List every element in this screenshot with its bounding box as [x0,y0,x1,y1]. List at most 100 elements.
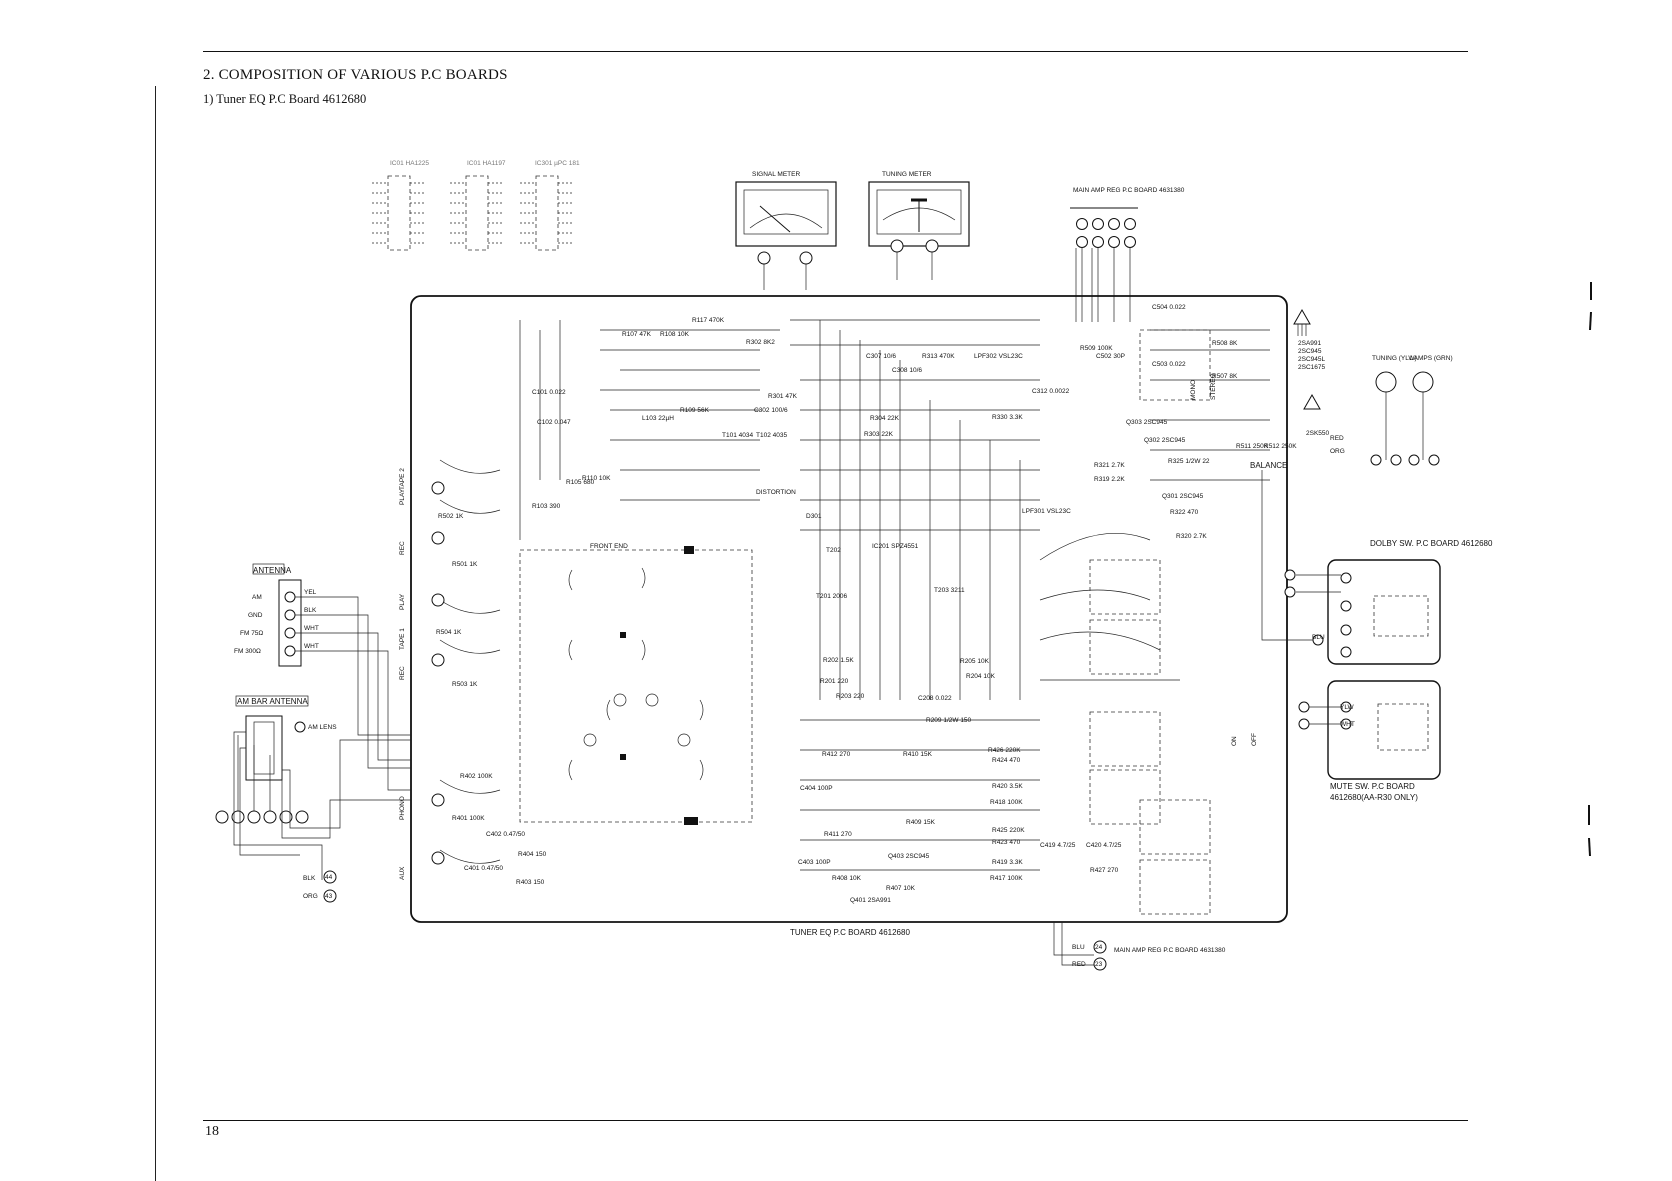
blu-wire: BLU [1072,944,1085,951]
dolby-label-1: DOLBY SW. P.C BOARD 4612680 [1370,539,1493,548]
comp-label: C312 0.0022 [1032,388,1070,395]
lamps-and-transistors: TUNING (YLW) LAMPS (GRN) 2SA991 2SC945 2… [1293,308,1453,466]
comp-label: Q401 2SA991 [850,897,891,904]
ic-pinouts: IC01 HA1225 IC01 HA1197 IC301 µPC 181 [372,160,580,251]
tuning-meter: TUNING METER [868,171,970,280]
comp-label: C419 4.7/25 [1040,842,1076,849]
comp-label: C402 0.47/50 [486,831,525,838]
comp-label: R202 1.5K [823,657,854,664]
tr-2sc945l: 2SC945L [1298,356,1325,363]
bottom-rule [203,1120,1468,1121]
comp-label: R424 470 [992,757,1021,764]
comp-label: T201 2006 [816,593,847,600]
comp-label: C502 30P [1096,353,1125,360]
bottom-ref-44: 44 [325,874,333,881]
comp-label: R109 56K [680,407,710,414]
comp-label: C208 0.022 [918,695,952,702]
comp-label: R117 470K [692,317,725,324]
comp-label: R426 220K [988,747,1021,754]
main-amp-bottom-label: MAIN AMP REG P.C BOARD 4631380 [1114,947,1226,954]
comp-label: R330 3.3K [992,414,1023,421]
balance-label: BALANCE [1250,461,1287,470]
main-amp-top: MAIN AMP REG P.C BOARD 4631380 [1070,187,1185,322]
wire-tag-blu: BLU [1312,634,1325,641]
comp-label: Q303 2SC945 [1126,419,1168,426]
bottom-ref-43: 43 [325,893,333,900]
switch-blocks: ON OFF BALANCE STEREO MONO [1089,329,1287,915]
comp-label: R209 1/2W 150 [926,717,972,724]
top-rule [203,51,1468,52]
term-fm300: FM 300Ω [234,648,261,655]
comp-label: R304 22K [870,415,900,422]
ic-label-3: IC301 µPC 181 [535,160,580,167]
am-lens-label: AM LENS [308,724,337,731]
comp-label: C101 0.022 [532,389,566,396]
comp-label: R507 8K [1212,373,1238,380]
comp-label: R511 250K [1236,443,1269,450]
comp-label: C308 10/6 [892,367,922,374]
lamps-tuning: TUNING (YLW) [1372,355,1417,362]
wire-tags: YLW WHT BLU ORG RED [1312,435,1355,728]
page-number: 18 [205,1124,219,1139]
term-fm75: FM 75Ω [240,630,263,637]
comp-label: LPF302 VSL23C [974,353,1023,360]
term-am: AM [252,594,262,601]
comp-label: Q403 2SC945 [888,853,930,860]
comp-label: R420 3.5K [992,783,1023,790]
antenna-label: ANTENNA [253,566,292,575]
lamps-lamps: LAMPS (GRN) [1410,355,1453,362]
comp-label: R425 220K [992,827,1025,834]
side-play-1: PLAY [399,488,406,505]
comp-label: R404 150 [518,851,547,858]
ic-label-1: IC01 HA1225 [390,160,429,167]
ref-23: 23 [1095,961,1103,968]
comp-label: R303 22K [864,431,894,438]
signal-meter: SIGNAL METER [735,171,837,290]
comp-label: R408 10K [832,875,862,882]
comp-label: R409 15K [906,819,936,826]
wire-tag-ylw: YLW [1340,704,1354,711]
am-bar-label: AM BAR ANTENNA [237,697,308,706]
board-traces [439,319,1270,871]
side-rec-1: REC [399,541,406,555]
comp-label: R321 2.7K [1094,462,1125,469]
comp-label: C420 4.7/25 [1086,842,1122,849]
stereo-label: STEREO [1210,373,1217,400]
red-wire: RED [1072,961,1086,968]
comp-label: R325 1/2W 22 [1168,458,1210,465]
tr-2sc945: 2SC945 [1298,348,1322,355]
comp-label: D301 [806,513,822,520]
tuning-meter-label: TUNING METER [882,171,932,178]
comp-label: DISTORTION [756,489,796,496]
comp-label: R410 15K [903,751,933,758]
comp-label: R411 270 [824,831,852,838]
jack-aux: AUX [399,866,406,880]
comp-label: R105 680 [566,479,595,486]
comp-label: R110 10K [582,475,611,482]
wire-yel: YEL [304,589,317,596]
left-margin-line [155,86,156,1181]
comp-label: C503 0.022 [1152,361,1186,368]
side-play-2: PLAY [399,593,406,610]
wire-tag-red: RED [1330,435,1344,442]
board-outline [410,295,1288,923]
comp-label: T202 [826,547,841,554]
mute-label-1: MUTE SW. P.C BOARD [1330,782,1415,791]
comp-label: R402 100K [460,773,493,780]
comp-label: Q301 2SC945 [1162,493,1204,500]
comp-label: R108 10K [660,331,690,338]
comp-label: R319 2.2K [1094,476,1125,483]
jack-tape2: TAPE 2 [399,468,406,490]
comp-label: T102 4035 [756,432,787,439]
ic-label-2: IC01 HA1197 [467,160,506,167]
comp-label: R407 10K [886,885,916,892]
comp-label: R103 390 [532,503,561,510]
tr-2sa991: 2SA991 [1298,340,1322,347]
comp-label: R203 220 [836,693,865,700]
comp-label: T101 4034 [722,432,753,439]
bottom-wire-blk: BLK [303,875,316,882]
component-labels: R107 47K R108 10K R117 470K R302 8K2 C10… [436,304,1297,904]
comp-label: C307 10/6 [866,353,896,360]
dolby-board: DOLBY SW. P.C BOARD 4612680 [1261,470,1493,665]
